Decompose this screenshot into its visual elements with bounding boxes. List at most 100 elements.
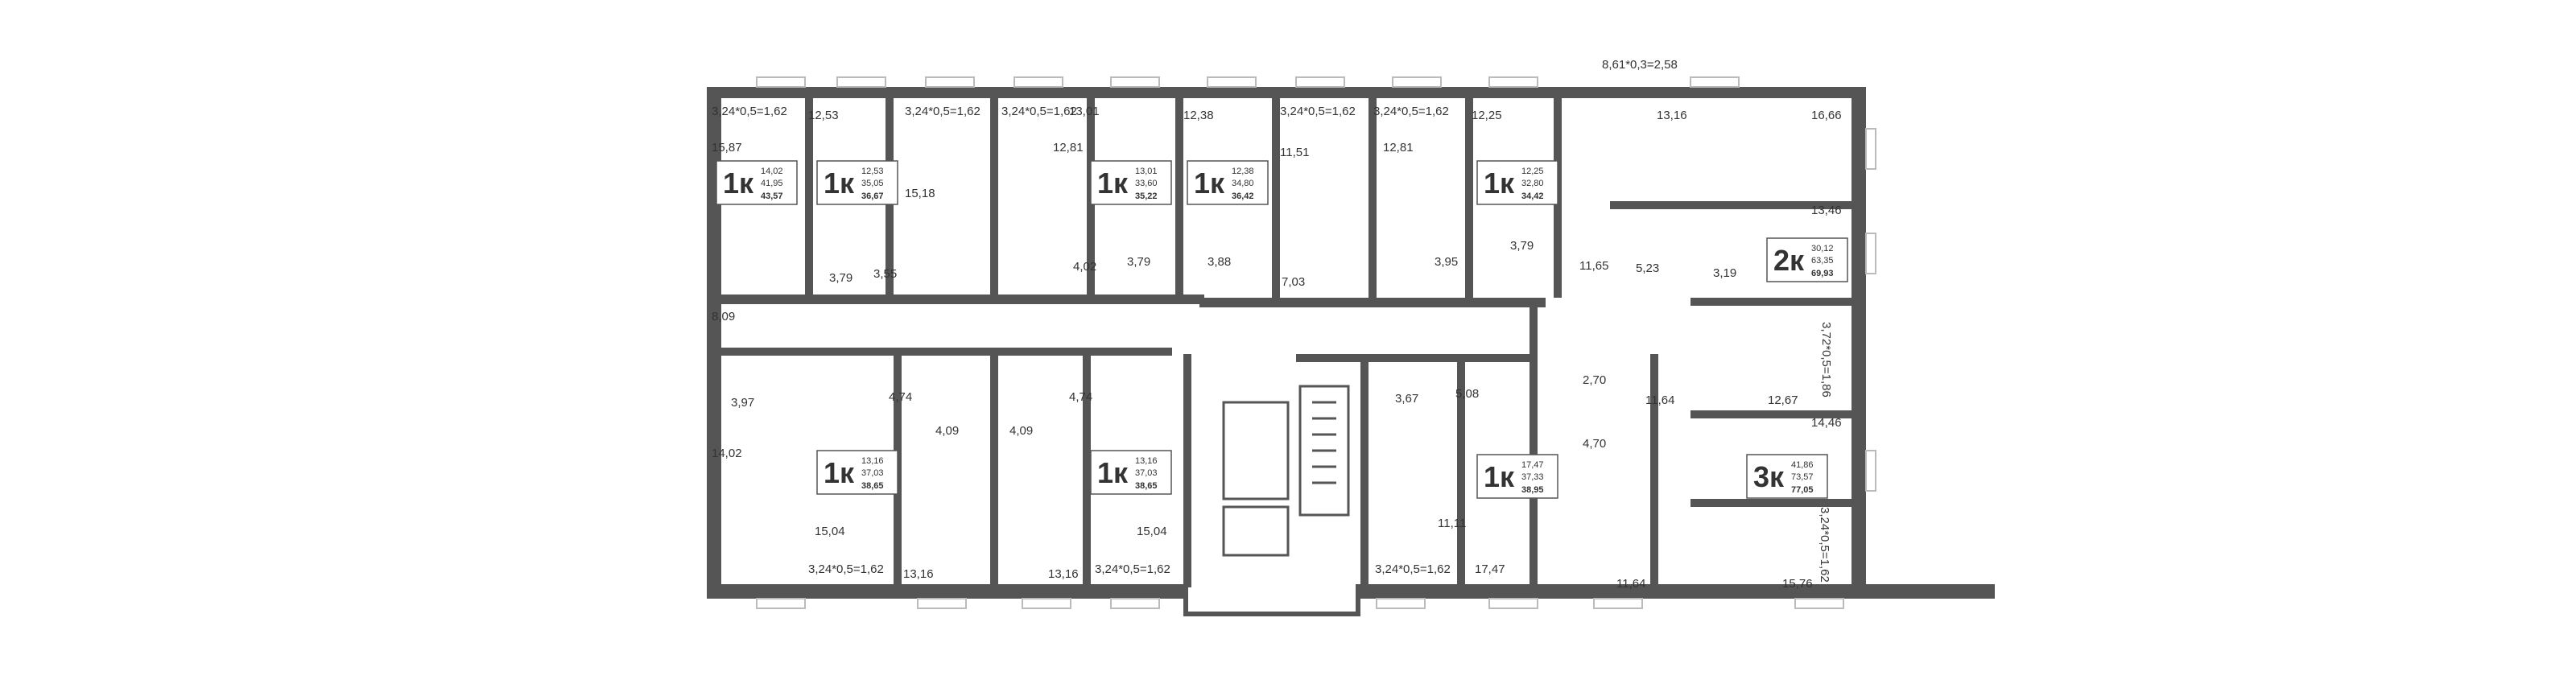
apartment-area: 32,80 bbox=[1521, 179, 1544, 188]
room-area-label: 4,74 bbox=[889, 390, 912, 404]
room-area-label: 3,79 bbox=[829, 271, 852, 285]
apartment-type: 1к bbox=[723, 167, 754, 200]
room-area-label: 5,23 bbox=[1636, 262, 1659, 275]
total-area: 36,42 bbox=[1232, 192, 1254, 201]
room-area-label: 3,24*0,5=1,62 bbox=[905, 105, 980, 118]
room-area-label: 3,97 bbox=[731, 396, 754, 410]
living-area: 41,86 bbox=[1791, 460, 1814, 470]
total-area: 38,65 bbox=[861, 481, 884, 491]
apartment-area: 37,03 bbox=[1135, 468, 1158, 478]
total-area: 36,67 bbox=[861, 192, 884, 201]
living-area: 12,38 bbox=[1232, 167, 1254, 176]
apartment-type: 1к bbox=[1484, 460, 1515, 493]
total-area: 35,22 bbox=[1135, 192, 1158, 201]
apartment-area: 37,03 bbox=[861, 468, 884, 478]
apartment-badge: 3к 41,86 73,57 77,05 bbox=[1746, 454, 1828, 499]
total-area: 69,93 bbox=[1811, 269, 1834, 278]
room-area-label: 14,46 bbox=[1811, 416, 1842, 430]
apartment-area: 41,95 bbox=[761, 179, 783, 188]
total-area: 77,05 bbox=[1791, 485, 1814, 495]
apartment-badges: 1к 14,02 41,95 43,57 1к 12,53 35,05 36,67 1к 13,0… bbox=[716, 160, 1848, 499]
total-area: 43,57 bbox=[761, 192, 783, 201]
room-area-label: 12,25 bbox=[1472, 109, 1502, 122]
total-area: 38,65 bbox=[1135, 481, 1158, 491]
room-area-label: 15,18 bbox=[905, 187, 935, 200]
apartment-area: 73,57 bbox=[1791, 472, 1814, 482]
apartment-area: 35,05 bbox=[861, 179, 884, 188]
apartment-type: 1к bbox=[1097, 167, 1129, 200]
room-area-label: 12,53 bbox=[808, 109, 839, 122]
room-area-label: 3,88 bbox=[1208, 255, 1231, 269]
apartment-area: 37,33 bbox=[1521, 472, 1544, 482]
room-area-label: 3,79 bbox=[1510, 239, 1534, 253]
apartment-type: 3к bbox=[1753, 460, 1785, 493]
room-area-label: 12,38 bbox=[1183, 109, 1214, 122]
living-area: 13,16 bbox=[861, 456, 884, 466]
apartment-badge: 1к 13,16 37,03 38,65 bbox=[1090, 450, 1172, 495]
room-area-label: 13,46 bbox=[1811, 204, 1842, 217]
room-area-label: 13,16 bbox=[1048, 567, 1079, 581]
room-area-label: 15,87 bbox=[712, 141, 742, 154]
total-area: 34,42 bbox=[1521, 192, 1544, 201]
living-area: 13,16 bbox=[1135, 456, 1158, 466]
apartment-area: 34,80 bbox=[1232, 179, 1254, 188]
room-area-label: 3,19 bbox=[1713, 266, 1736, 280]
living-area: 30,12 bbox=[1811, 244, 1834, 253]
room-area-label: 7,03 bbox=[1282, 275, 1305, 289]
stairwell bbox=[1222, 385, 1350, 557]
living-area: 13,01 bbox=[1135, 167, 1158, 176]
room-area-label: 3,24*0,5=1,62 bbox=[1001, 105, 1077, 118]
room-area-label: 4,70 bbox=[1583, 437, 1606, 451]
living-area: 12,53 bbox=[861, 167, 884, 176]
room-area-label: 3,24*0,5=1,62 bbox=[1373, 105, 1449, 118]
room-area-label: 3,67 bbox=[1395, 392, 1418, 406]
room-area-label: 15,76 bbox=[1782, 577, 1813, 591]
room-area-label: 11,51 bbox=[1280, 146, 1309, 159]
room-labels: 3,24*0,5=1,62 15,87 12,53 3,24*0,5=1,62 15,1… bbox=[712, 58, 1842, 591]
apartment-type: 1к bbox=[824, 167, 855, 200]
room-area-label: 11,64 bbox=[1616, 577, 1645, 591]
apartment-type: 1к bbox=[1194, 167, 1225, 200]
room-area-label: 15,04 bbox=[815, 525, 845, 538]
room-area-label: 3,79 bbox=[1127, 255, 1150, 269]
apartment-badge: 1к 12,53 35,05 36,67 bbox=[816, 160, 898, 205]
room-area-label: 13,16 bbox=[903, 567, 934, 581]
room-area-label: 4,74 bbox=[1069, 390, 1092, 404]
room-area-label: 4,09 bbox=[935, 424, 959, 438]
living-area: 14,02 bbox=[761, 167, 783, 176]
apartment-badge: 1к 13,16 37,03 38,65 bbox=[816, 450, 898, 495]
room-area-label: 5,08 bbox=[1455, 387, 1479, 401]
room-area-label: 12,81 bbox=[1383, 141, 1414, 154]
apartment-type: 1к bbox=[824, 456, 855, 489]
room-area-label: 8,61*0,3=2,58 bbox=[1602, 58, 1678, 72]
room-area-label: 8,09 bbox=[712, 310, 735, 323]
apartment-area: 33,60 bbox=[1135, 179, 1158, 188]
apartment-type: 1к bbox=[1097, 456, 1129, 489]
room-area-label: 3,24*0,5=1,62 bbox=[1818, 507, 1831, 583]
room-area-label: 16,66 bbox=[1811, 109, 1842, 122]
walls bbox=[707, 87, 1995, 616]
windows bbox=[756, 76, 1876, 609]
room-area-label: 3,24*0,5=1,62 bbox=[712, 105, 787, 118]
apartment-area: 63,35 bbox=[1811, 256, 1834, 266]
room-area-label: 14,02 bbox=[712, 447, 742, 460]
room-area-label: 2,70 bbox=[1583, 373, 1606, 387]
room-area-label: 12,81 bbox=[1053, 141, 1084, 154]
room-area-label: 4,09 bbox=[1009, 424, 1033, 438]
room-area-label: 3,24*0,5=1,62 bbox=[1280, 105, 1356, 118]
room-area-label: 3,24*0,5=1,62 bbox=[808, 562, 884, 576]
room-area-label: 11,11 bbox=[1438, 517, 1466, 530]
room-area-label: 13,16 bbox=[1657, 109, 1687, 122]
room-area-label: 15,04 bbox=[1137, 525, 1167, 538]
room-area-label: 11,64 bbox=[1645, 393, 1674, 407]
room-area-label: 11,65 bbox=[1579, 259, 1608, 273]
apartment-type: 1к bbox=[1484, 167, 1515, 200]
apartment-badge: 1к 12,38 34,80 36,42 bbox=[1187, 160, 1269, 205]
room-area-label: 12,67 bbox=[1768, 393, 1798, 407]
room-area-label: 3,24*0,5=1,62 bbox=[1095, 562, 1170, 576]
room-area-label: 3,72*0,5=1,86 bbox=[1819, 322, 1833, 397]
room-area-label: 3,95 bbox=[1435, 255, 1458, 269]
living-area: 17,47 bbox=[1521, 460, 1544, 470]
room-area-label: 4,02 bbox=[1073, 260, 1096, 274]
